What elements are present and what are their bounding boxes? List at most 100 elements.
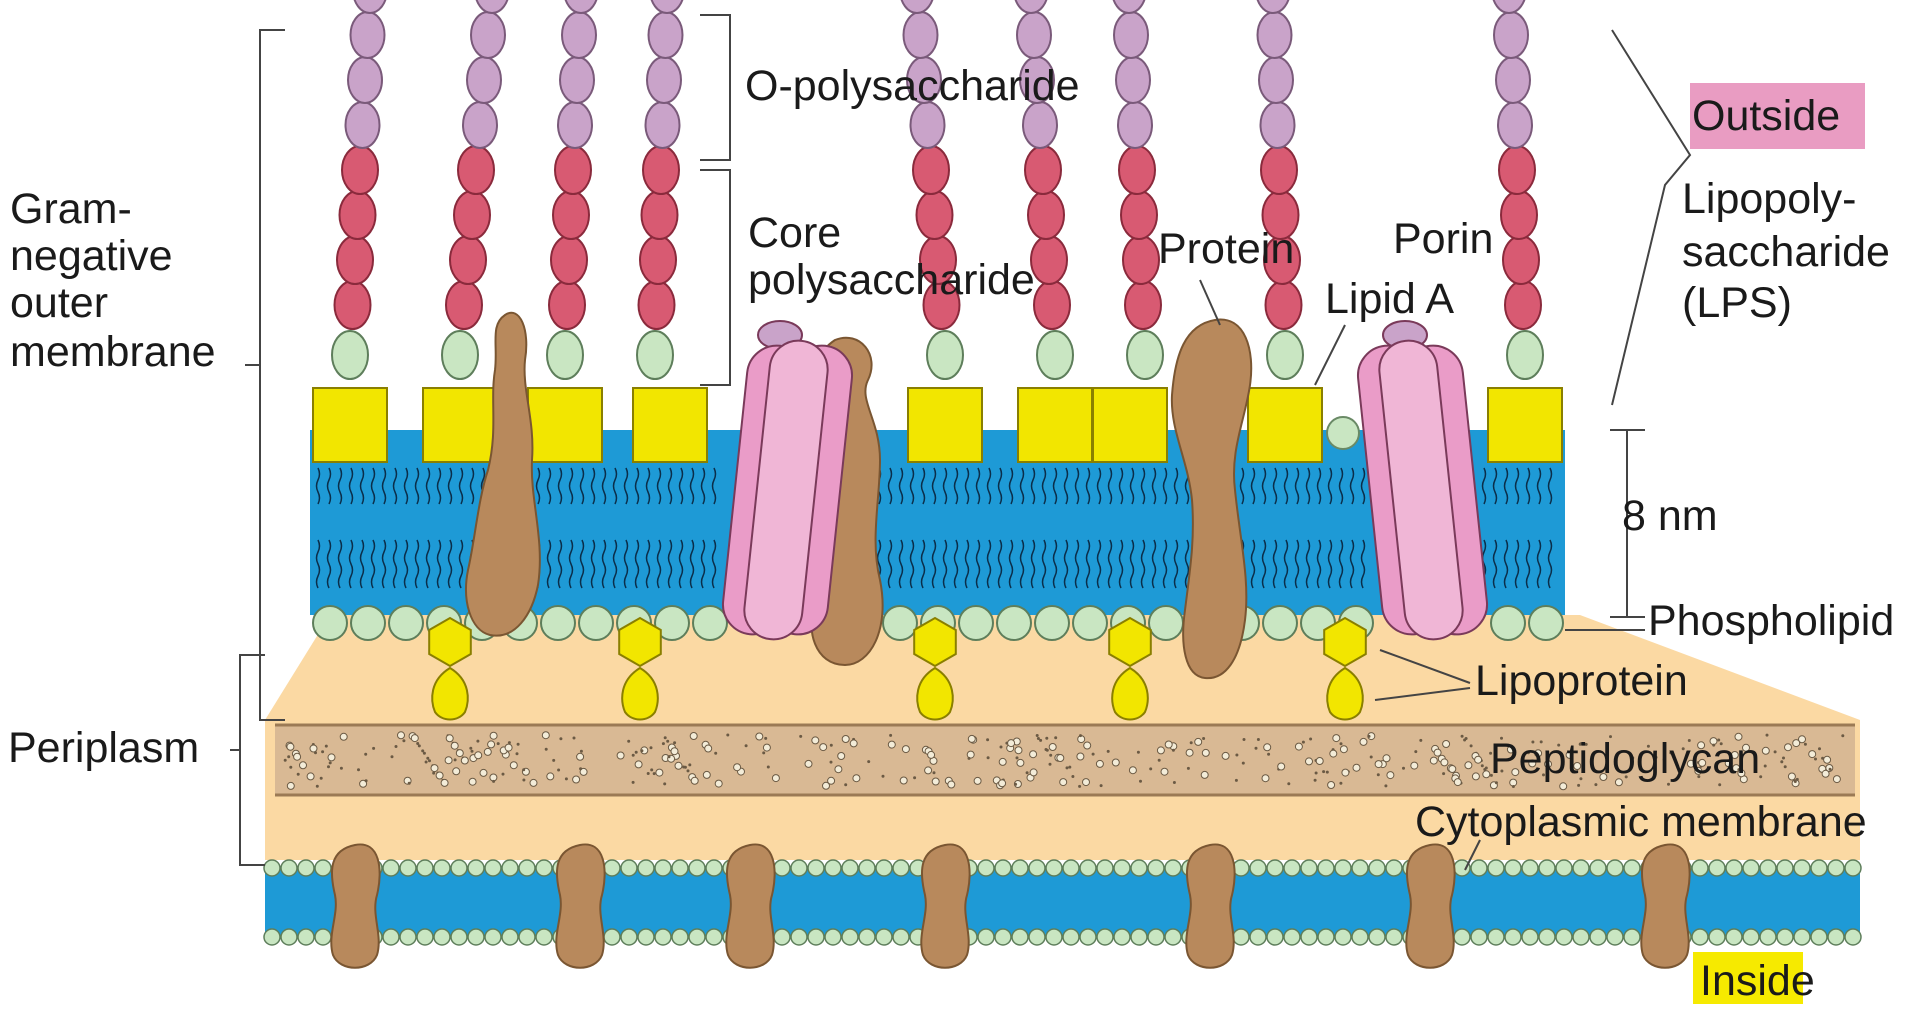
peptidoglycan-grain	[999, 780, 1006, 787]
core-sugar-unit	[917, 191, 953, 239]
cyto-head	[1794, 929, 1810, 945]
cyto-head	[281, 860, 297, 876]
cyto-head	[315, 929, 331, 945]
peptidoglycan-grain	[454, 758, 457, 761]
peptidoglycan-grain	[340, 767, 343, 770]
peptidoglycan-grain	[1512, 785, 1515, 788]
peptidoglycan-grain	[1833, 776, 1840, 783]
o-polysaccharide-bracket	[700, 15, 730, 160]
cyto-head	[1080, 860, 1096, 876]
peptidoglycan-grain	[436, 772, 443, 779]
gram-label-3: outer	[10, 279, 108, 327]
peptidoglycan-grain	[1822, 770, 1829, 777]
lipid-a-square	[633, 388, 707, 462]
peptidoglycan-grain	[328, 754, 335, 761]
cyto-head	[1709, 929, 1725, 945]
peptidoglycan-grain	[1195, 738, 1202, 745]
o-sugar-unit	[650, 0, 684, 13]
peptidoglycan-grain	[635, 751, 638, 754]
peptidoglycan-grain	[1107, 750, 1110, 753]
peptidoglycan-grain	[1172, 749, 1175, 752]
peptidoglycan-grain	[1066, 766, 1069, 769]
peptidoglycan-grain	[1577, 784, 1580, 787]
peptidoglycan-grain	[1026, 771, 1029, 774]
periplasm-label: Periplasm	[8, 724, 199, 772]
peptidoglycan-grain	[559, 737, 562, 740]
lipid-a-square	[528, 388, 602, 462]
cyto-head	[978, 929, 994, 945]
peptidoglycan-grain	[1173, 781, 1176, 784]
peptidoglycan-grain	[325, 745, 328, 748]
lipid-a-green-unit	[1267, 331, 1303, 379]
cyto-head	[1369, 860, 1385, 876]
cyto-head	[621, 929, 637, 945]
peptidoglycan-grain	[987, 756, 990, 759]
lps-brace	[1612, 30, 1690, 405]
peptidoglycan-grain	[1326, 771, 1329, 774]
cyto-head	[1590, 860, 1606, 876]
cyto-head	[689, 860, 705, 876]
peptidoglycan-grain	[650, 746, 653, 749]
peptidoglycan-grain	[653, 772, 656, 775]
cyto-head	[1284, 929, 1300, 945]
peptidoglycan-grain	[1000, 746, 1003, 749]
o-sugar-unit	[467, 57, 501, 103]
peptidoglycan-grain	[1368, 735, 1371, 738]
lps-chain	[637, 0, 684, 379]
cyto-head	[1318, 860, 1334, 876]
peptidoglycan-grain	[635, 761, 642, 768]
peptidoglycan-grain	[287, 743, 294, 750]
peptidoglycan-grain	[1016, 756, 1019, 759]
peptidoglycan-grain	[714, 752, 717, 755]
cyto-head	[1624, 929, 1640, 945]
gram-negative-label: Gram- negative outer membrane	[10, 185, 216, 376]
peptidoglycan-grain	[1242, 762, 1245, 765]
cyto-head	[1811, 860, 1827, 876]
lipid-a-pointer	[1315, 325, 1345, 385]
peptidoglycan-grain	[423, 752, 426, 755]
peptidoglycan-grain	[1295, 743, 1302, 750]
core-sugar-unit	[1028, 191, 1064, 239]
cyto-head	[536, 860, 552, 876]
core-sugar-unit	[1034, 281, 1070, 329]
cyto-head	[706, 860, 722, 876]
lipid-a-green-unit	[547, 331, 583, 379]
lipoprotein-label: Lipoprotein	[1475, 657, 1688, 705]
peptidoglycan-grain	[1017, 759, 1024, 766]
peptidoglycan-grain	[1454, 779, 1461, 786]
peptidoglycan-grain	[1841, 734, 1844, 737]
cyto-head	[825, 929, 841, 945]
cyto-head	[1233, 929, 1249, 945]
o-sugar-unit	[1498, 102, 1532, 148]
peptidoglycan-grain	[650, 768, 653, 771]
peptidoglycan-grain	[1157, 747, 1164, 754]
cyto-head	[1522, 860, 1538, 876]
o-sugar-unit	[562, 12, 596, 58]
phospholipid-head	[579, 606, 613, 640]
peptidoglycan-grain	[664, 736, 667, 739]
peptidoglycan-grain	[1100, 784, 1103, 787]
peptidoglycan-grain	[1441, 759, 1448, 766]
peptidoglycan-grain	[1442, 772, 1445, 775]
peptidoglycan-grain	[484, 748, 491, 755]
peptidoglycan-grain	[453, 768, 460, 775]
cyto-head	[1165, 929, 1181, 945]
peptidoglycan-grain	[365, 779, 368, 782]
cyto-head	[1386, 929, 1402, 945]
phospholipid-head	[693, 606, 727, 640]
cyto-head	[1539, 860, 1555, 876]
peptidoglycan-grain	[925, 767, 932, 774]
cyto-head	[502, 860, 518, 876]
o-sugar-unit	[1496, 57, 1530, 103]
core-sugar-unit	[639, 281, 675, 329]
peptidoglycan-grain	[888, 741, 895, 748]
core-sugar-unit	[1123, 236, 1159, 284]
cyto-head	[672, 929, 688, 945]
lipid-a-green-unit	[442, 331, 478, 379]
free-phospholipid-head	[1327, 417, 1359, 449]
cyto-head	[1505, 929, 1521, 945]
peptidoglycan-grain	[289, 766, 292, 769]
peptidoglycan-grain	[1039, 739, 1042, 742]
peptidoglycan-grain	[632, 754, 635, 757]
cyto-head	[1743, 860, 1759, 876]
